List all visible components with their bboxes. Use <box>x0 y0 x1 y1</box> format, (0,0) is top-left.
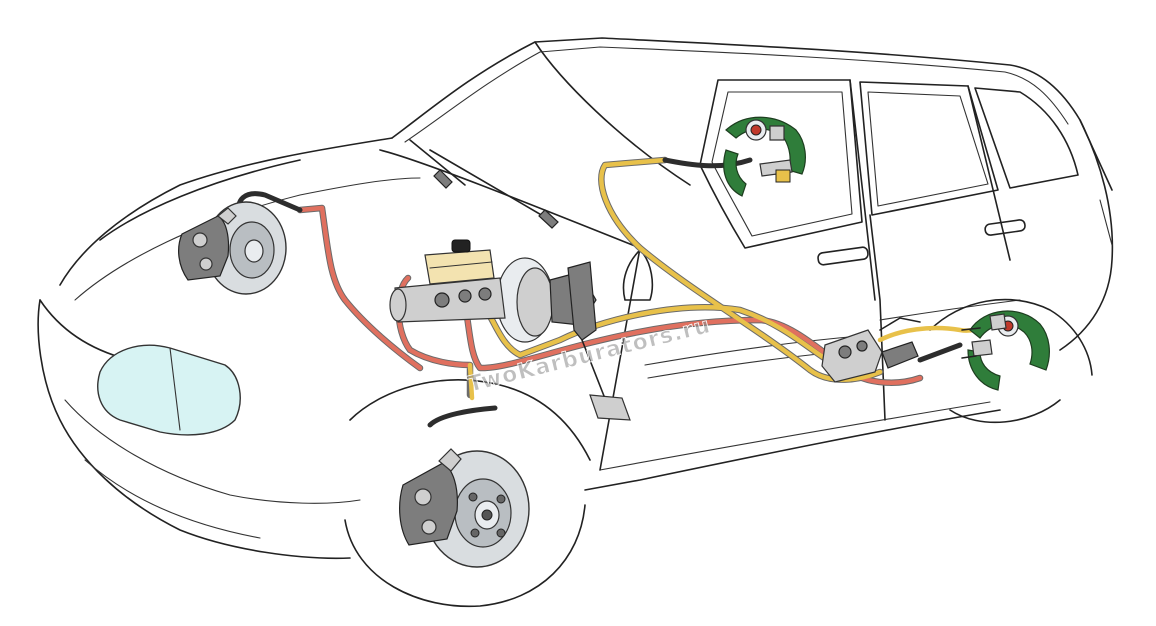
front-right-feed-line <box>467 362 475 401</box>
brake-pedal-icon <box>567 261 597 341</box>
front-right-disc-brake <box>399 448 530 568</box>
rear-left-drum-brake <box>723 116 806 197</box>
front-right-hose <box>427 405 498 428</box>
pressure-regulator-icon <box>821 329 883 383</box>
master-cylinder-assembly <box>389 239 631 421</box>
front-left-disc-brake <box>178 201 287 295</box>
pressure-regulator <box>821 317 921 383</box>
rear-right-hose <box>917 342 963 363</box>
headlight <box>97 344 241 436</box>
disc-brake-icon <box>178 215 230 281</box>
master-cylinder-icon <box>394 277 506 323</box>
front-right-brake-line <box>477 297 863 378</box>
rear-right-drum-brake <box>961 310 1050 391</box>
front-left-brake-line <box>297 205 423 371</box>
rear-left-hose <box>662 157 753 169</box>
